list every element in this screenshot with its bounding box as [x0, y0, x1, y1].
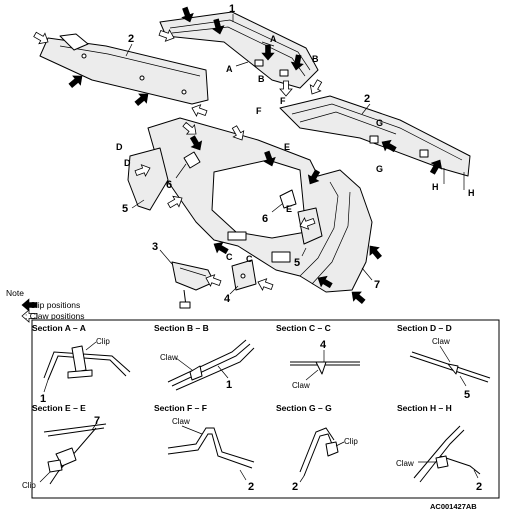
section-c-number: 4 — [320, 339, 327, 351]
section-a-clip-label: Clip — [96, 337, 110, 346]
ref-c-left: C — [226, 252, 233, 262]
ref-d-top: D — [116, 142, 123, 152]
ref-d-bottom: D — [124, 158, 131, 168]
part-1-upper-trim — [159, 11, 319, 89]
section-e-number: 7 — [94, 415, 100, 427]
ref-b-left: B — [258, 74, 265, 84]
ref-h-right: H — [468, 188, 475, 198]
figure-code: AC001427AB — [430, 502, 477, 511]
section-a-title: Section A – A — [32, 323, 86, 333]
ref-h-left: H — [432, 182, 439, 192]
callout-3: 3 — [152, 241, 158, 253]
section-a-number: 1 — [40, 393, 46, 405]
claw-arrow-icon — [306, 77, 326, 98]
section-c-drawing: 4 Claw — [290, 339, 360, 390]
section-g-number: 2 — [292, 481, 298, 493]
clip-legend-text: : Clip positions — [25, 300, 80, 310]
section-f-title: Section F – F — [154, 403, 207, 413]
ref-a-top: A — [270, 34, 277, 44]
section-b-number: 1 — [226, 379, 232, 391]
section-e-drawing: 7 Clip — [22, 415, 107, 490]
part-2-left-trim — [39, 33, 209, 105]
section-d-title: Section D – D — [397, 323, 452, 333]
section-d-claw-label: Claw — [432, 337, 450, 346]
callout-5-right: 5 — [294, 257, 300, 269]
claw-arrow-icon — [189, 101, 209, 120]
sections-panel: Section A – A Section B – B Section C – … — [22, 319, 500, 499]
part-callouts: 1 2 2 3 4 5 5 6 6 7 — [122, 3, 380, 305]
section-ref-markers: A A B B F F G G H H D D E E C C — [116, 34, 475, 264]
part-3-bracket — [171, 261, 215, 309]
ref-e-bottom: E — [286, 204, 292, 214]
rear-panel-trim — [127, 117, 373, 293]
section-b-title: Section B – B — [154, 323, 209, 333]
section-g-drawing: Clip 2 — [292, 427, 358, 493]
callout-2-left: 2 — [128, 33, 134, 45]
callout-2-right: 2 — [364, 93, 370, 105]
section-h-number: 2 — [476, 481, 482, 493]
part-2-right-trim — [279, 95, 471, 177]
claw-legend-text: : Claw positions — [25, 311, 85, 321]
section-e-clip-label: Clip — [22, 481, 36, 490]
ref-a-bottom: A — [226, 64, 233, 74]
claw-arrow-icon — [255, 275, 275, 294]
section-f-drawing: Claw 2 — [167, 417, 255, 493]
section-f-number: 2 — [248, 481, 254, 493]
section-e-title: Section E – E — [32, 403, 86, 413]
part-4-cover — [231, 259, 257, 291]
ref-g-bottom: G — [376, 164, 383, 174]
callout-6-left: 6 — [166, 179, 172, 191]
ref-f-left: F — [256, 106, 262, 116]
section-g-title: Section G – G — [276, 403, 332, 413]
section-a-drawing: Clip 1 — [40, 337, 131, 405]
callout-1: 1 — [229, 3, 235, 15]
callout-7: 7 — [374, 279, 380, 291]
legend: Note : Clip positions : Claw positions — [6, 288, 85, 323]
section-f-claw-label: Claw — [172, 417, 190, 426]
section-h-title: Section H – H — [397, 403, 452, 413]
section-d-drawing: Claw 5 — [409, 337, 491, 401]
ref-e-top: E — [284, 142, 290, 152]
section-h-drawing: Claw 2 — [396, 425, 482, 493]
section-c-claw-label: Claw — [292, 381, 310, 390]
callout-5-left: 5 — [122, 203, 128, 215]
note-title: Note — [6, 288, 24, 298]
ref-g-top: G — [376, 118, 383, 128]
section-b-drawing: Claw 1 — [160, 339, 255, 391]
ref-f-top: F — [280, 96, 286, 106]
ref-c-right: C — [246, 254, 253, 264]
section-c-title: Section C – C — [276, 323, 331, 333]
section-g-clip-label: Clip — [344, 437, 358, 446]
section-b-claw-label: Claw — [160, 353, 178, 362]
section-d-number: 5 — [464, 389, 470, 401]
callout-6-center: 6 — [262, 213, 268, 225]
section-h-claw-label: Claw — [396, 459, 414, 468]
ref-b-right: B — [312, 54, 319, 64]
callout-4: 4 — [224, 293, 231, 305]
